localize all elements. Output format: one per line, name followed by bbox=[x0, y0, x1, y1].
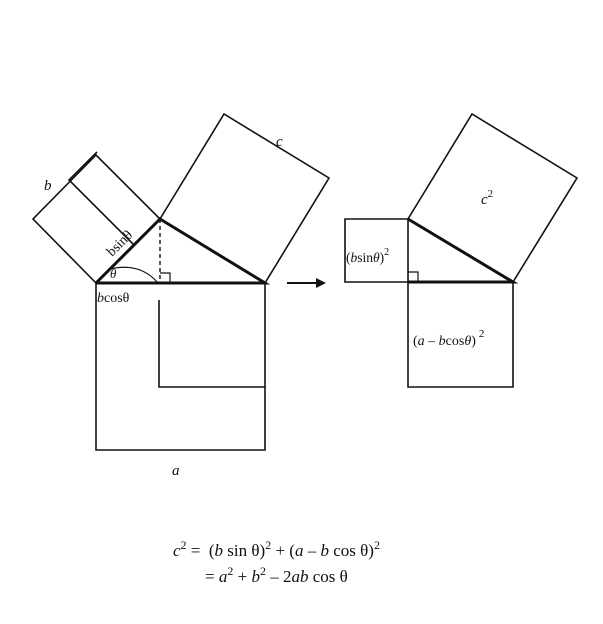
eq1-cos: cos bbox=[329, 541, 360, 560]
eq1-theta2: θ bbox=[360, 541, 368, 560]
eq2-theta: θ bbox=[340, 567, 348, 586]
label-bcos-rest: cosθ bbox=[104, 291, 130, 306]
equation: c2 = (b sin θ)2 + (a – b cos θ)2 = a2 + … bbox=[173, 538, 380, 586]
label-c: c bbox=[276, 134, 283, 150]
bsin-theta: θ bbox=[373, 250, 380, 265]
right-figure: c2 (bsinθ)2 (a – bcosθ)2 bbox=[344, 112, 579, 388]
eq1-eq: = ( bbox=[187, 541, 215, 560]
eq1-close1: ) bbox=[260, 541, 266, 560]
amb-cos: cos bbox=[446, 334, 465, 349]
right-angle-mark-2 bbox=[408, 271, 419, 282]
eq2-minus: – 2 bbox=[266, 567, 292, 586]
arrow bbox=[287, 278, 326, 288]
eq1-c: c bbox=[173, 541, 181, 560]
eq2-plus: + bbox=[233, 567, 251, 586]
bsin-open: ( bbox=[346, 250, 351, 265]
label-bcos: bcosθ bbox=[97, 291, 130, 306]
amb-close: ) bbox=[471, 334, 476, 349]
bsin-exp: 2 bbox=[384, 247, 389, 258]
label-a: a bbox=[172, 463, 180, 479]
eq2-cos: cos bbox=[308, 567, 339, 586]
triangle-thick-edges bbox=[94, 217, 271, 285]
eq1-c-exp: 2 bbox=[181, 538, 187, 552]
label-c-squared-c: c bbox=[481, 192, 488, 208]
eq1-close2: ) bbox=[368, 541, 374, 560]
eq2-eq: = bbox=[205, 567, 219, 586]
eq1-b: b bbox=[215, 541, 224, 560]
inner-square-a-minus-bcos bbox=[158, 300, 265, 388]
eq2-ab: ab bbox=[291, 567, 308, 586]
eq1-exp1: 2 bbox=[265, 538, 271, 552]
amb-a: a bbox=[418, 334, 425, 349]
amb-b: b bbox=[439, 334, 446, 349]
label-b: b bbox=[44, 178, 52, 194]
label-bsin-squared: (bsinθ)2 bbox=[346, 247, 389, 265]
bsin-sin: sin bbox=[357, 250, 373, 265]
label-a-minus-bcos-squared: (a – bcosθ)2 bbox=[413, 328, 484, 349]
amb-minus: – bbox=[425, 334, 439, 349]
bsin-b: b bbox=[351, 250, 358, 265]
label-bcos-b: b bbox=[97, 291, 104, 306]
label-theta: θ bbox=[110, 266, 117, 281]
eq1-theta1: θ bbox=[251, 541, 259, 560]
eq2-a: a bbox=[219, 567, 228, 586]
label-c-squared-exp: 2 bbox=[488, 188, 494, 200]
square-a bbox=[95, 282, 266, 451]
square-b bbox=[31, 153, 162, 285]
label-c-squared: c2 bbox=[481, 188, 493, 208]
eq2-b-exp: 2 bbox=[260, 564, 266, 578]
right-triangle-thick bbox=[407, 217, 519, 284]
equation-line-1: c2 = (b sin θ)2 + (a – b cos θ)2 bbox=[173, 538, 380, 560]
bsin-close: ) bbox=[380, 250, 385, 265]
eq1-exp2: 2 bbox=[374, 538, 380, 552]
left-figure: b c a bsinθ θ bcosθ bbox=[31, 112, 331, 479]
equation-line-2: = a2 + b2 – 2ab cos θ bbox=[205, 564, 348, 586]
right-angle-mark bbox=[160, 272, 171, 283]
eq1-plus: + ( bbox=[271, 541, 295, 560]
square-c bbox=[158, 112, 331, 285]
arrow-head bbox=[316, 278, 326, 288]
amb-open: ( bbox=[413, 334, 418, 349]
eq1-a: a bbox=[295, 541, 304, 560]
eq2-b: b bbox=[251, 567, 260, 586]
inner-square-bsin bbox=[67, 151, 134, 245]
eq1-minus: – bbox=[303, 541, 320, 560]
eq1-b2: b bbox=[320, 541, 329, 560]
eq2-a-exp: 2 bbox=[227, 564, 233, 578]
amb-exp: 2 bbox=[479, 328, 485, 340]
eq1-sin: sin bbox=[223, 541, 251, 560]
amb-theta: θ bbox=[464, 334, 471, 349]
theta-arc bbox=[109, 266, 159, 284]
label-bsin: bsinθ bbox=[104, 228, 136, 260]
